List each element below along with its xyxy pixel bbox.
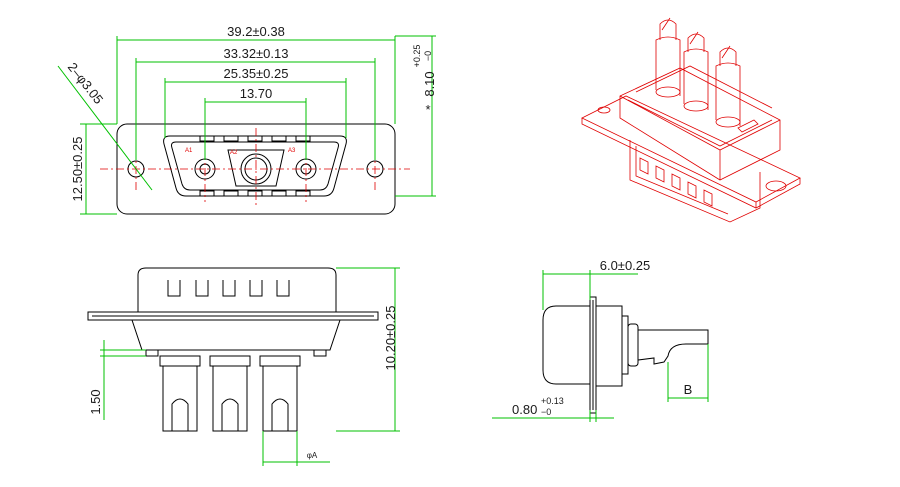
dim-flange-tol-upper: +0.13 — [541, 396, 564, 406]
side-profile-dimensions: 6.0±0.25 0.80 +0.13 −0 B — [492, 258, 709, 422]
dim-contact-pitch: 13.70 — [240, 86, 273, 101]
dim-pin-diameter: φA — [307, 451, 318, 460]
dim-shell-width: 25.35±0.25 — [224, 66, 289, 81]
dim-pin-offset: 1.50 — [88, 389, 103, 414]
dim-shell-height: 12.50±0.25 — [70, 137, 85, 202]
profile-tail — [637, 329, 709, 365]
bottom-lower-body — [131, 319, 341, 351]
contact-label-a2: A2 — [230, 150, 238, 156]
front-view: A1 A2 A3 — [100, 123, 410, 215]
dim-depth-tol-lower: −0 — [423, 51, 433, 61]
dim-body-height: 10.20±0.25 — [383, 306, 398, 371]
isometric-view — [581, 17, 801, 223]
iso-shell-slots — [639, 157, 713, 207]
side-profile-view — [542, 296, 709, 414]
bottom-pins — [162, 365, 298, 432]
iso-mounting-hole — [765, 180, 787, 192]
bottom-shell-body — [137, 267, 337, 313]
contact-label-a1: A1 — [185, 148, 193, 154]
iso-upper-housing — [619, 67, 781, 181]
profile-front-shell — [542, 305, 591, 385]
iso-pins — [655, 17, 741, 128]
bottom-view-dimensions: 10.20±0.25 1.50 φA — [88, 267, 400, 466]
dim-side-depth: 6.0±0.25 — [600, 258, 651, 273]
bottom-view — [87, 267, 379, 432]
dim-depth-marker: * — [425, 102, 430, 117]
dim-depth-tol-upper: +0.25 — [412, 45, 422, 68]
front-dshell-inner — [171, 141, 339, 191]
dim-flange-tol-lower: −0 — [541, 407, 551, 417]
front-top-tabs — [199, 135, 311, 197]
dim-tail-label: B — [684, 382, 693, 397]
dim-overall-width: 39.2±0.38 — [227, 24, 285, 39]
iso-flange-plate — [581, 95, 801, 203]
dim-mounting-pitch: 33.32±0.13 — [224, 46, 289, 61]
contact-label-a3: A3 — [288, 148, 296, 154]
hole-callout-leader — [57, 65, 153, 191]
dim-flange-base: 0.80 — [512, 402, 537, 417]
bottom-shell-slots — [167, 280, 290, 297]
contact-a2-trapezoid — [227, 149, 285, 187]
front-dshell-outer — [163, 135, 347, 197]
dim-depth-base: 8.10 — [422, 71, 437, 96]
